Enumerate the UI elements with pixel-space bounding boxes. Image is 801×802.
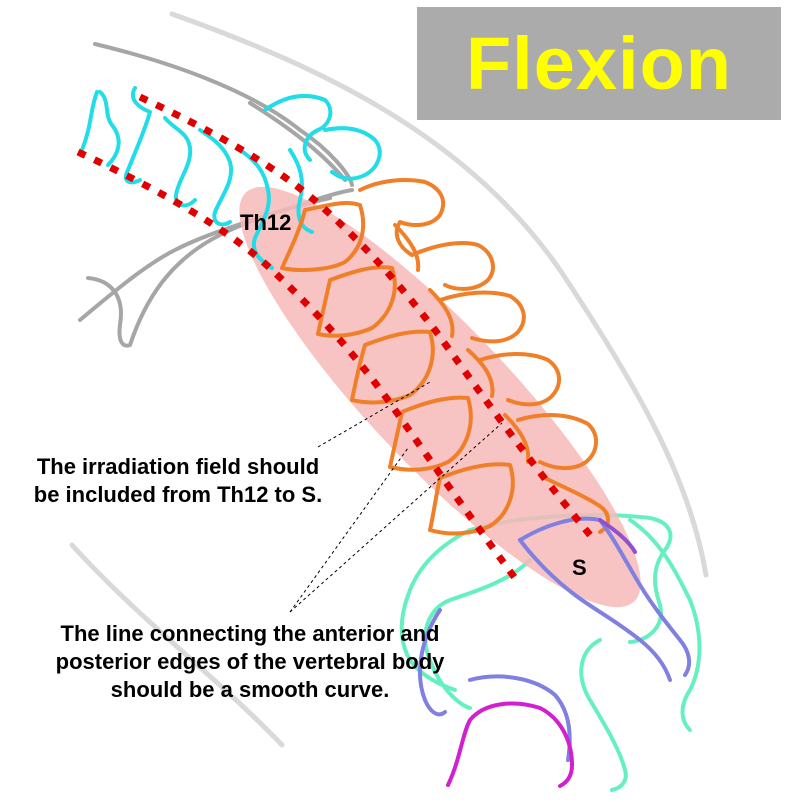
thoracic-body-1: [80, 90, 121, 167]
lumbar-articular-1: [393, 223, 421, 272]
smooth-curve-note: The line connecting the anterior and pos…: [10, 620, 490, 704]
leader-curve-a: [289, 447, 409, 613]
body-contour: [69, 11, 709, 748]
femoral-head: [446, 701, 574, 788]
thoracic-vertebrae: [80, 86, 382, 270]
lumbar-spinous-3: [438, 290, 526, 344]
thoracic-process-1: [288, 148, 314, 234]
vertebral-edge-lines: [76, 93, 593, 588]
iliac-wing-front: [399, 528, 472, 692]
back-skin-line: [169, 11, 709, 578]
irradiation-field-note: The irradiation field should be included…: [0, 453, 356, 509]
lumbar-body-1: [280, 200, 366, 272]
leader-curve-b: [289, 422, 503, 613]
label-s: S: [572, 555, 587, 580]
smooth-curve-note-line-3: should be a smooth curve.: [110, 677, 390, 702]
thoracic-body-4: [198, 128, 234, 227]
iliac-wing-back: [628, 518, 702, 732]
label-th12: Th12: [240, 210, 292, 235]
sacrum: [418, 516, 692, 762]
sacrum-outline: [518, 516, 692, 677]
title-banner: Flexion: [417, 7, 781, 120]
lumbar-body-3: [350, 329, 435, 405]
rib-line-2: [248, 101, 347, 182]
thoracic-spinous-2: [323, 126, 382, 181]
sacrum-notch: [598, 518, 637, 554]
lumbar-spinous-1: [358, 178, 446, 257]
thoracic-body-5: [238, 148, 274, 270]
sacrum-lower: [468, 674, 572, 762]
leader-lines: [289, 381, 503, 613]
lumbar-articular-4: [503, 413, 531, 464]
sacrum-front: [518, 538, 672, 682]
irradiation-field-note-line-2: be included from Th12 to S.: [33, 482, 323, 507]
smooth-curve-note-line-1: The line connecting the anterior and: [60, 621, 440, 646]
thoracic-spinous-1: [263, 93, 333, 162]
pubis: [423, 558, 532, 710]
thoracic-body-2: [123, 86, 152, 185]
anterior-edge-line[interactable]: [76, 148, 523, 588]
lumbar-body-2: [316, 265, 397, 338]
lumbar-body-5: [428, 462, 515, 536]
lumbar-articular-3: [466, 348, 495, 398]
smooth-curve-note-line-2: posterior edges of the vertebral body: [55, 649, 445, 674]
lumbar-spinous-4: [478, 352, 561, 407]
sacrum-left: [418, 608, 447, 717]
lumbar-spinous-2: [410, 241, 495, 291]
ischium: [579, 638, 628, 792]
thoracic-body-3: [163, 116, 197, 208]
irradiation-field: [239, 186, 641, 608]
rib-line-1: [93, 42, 354, 187]
lumbar-body-4: [388, 395, 473, 472]
lumbar-vertebrae: [280, 178, 610, 536]
lumbar-articular-2: [428, 288, 455, 338]
title-text: Flexion: [465, 21, 733, 105]
abdomen-skin-line: [69, 542, 285, 748]
irradiation-field-note-line-1: The irradiation field should: [36, 454, 320, 479]
lumbar-spinous-5: [516, 413, 598, 470]
posterior-edge-line[interactable]: [138, 93, 593, 538]
